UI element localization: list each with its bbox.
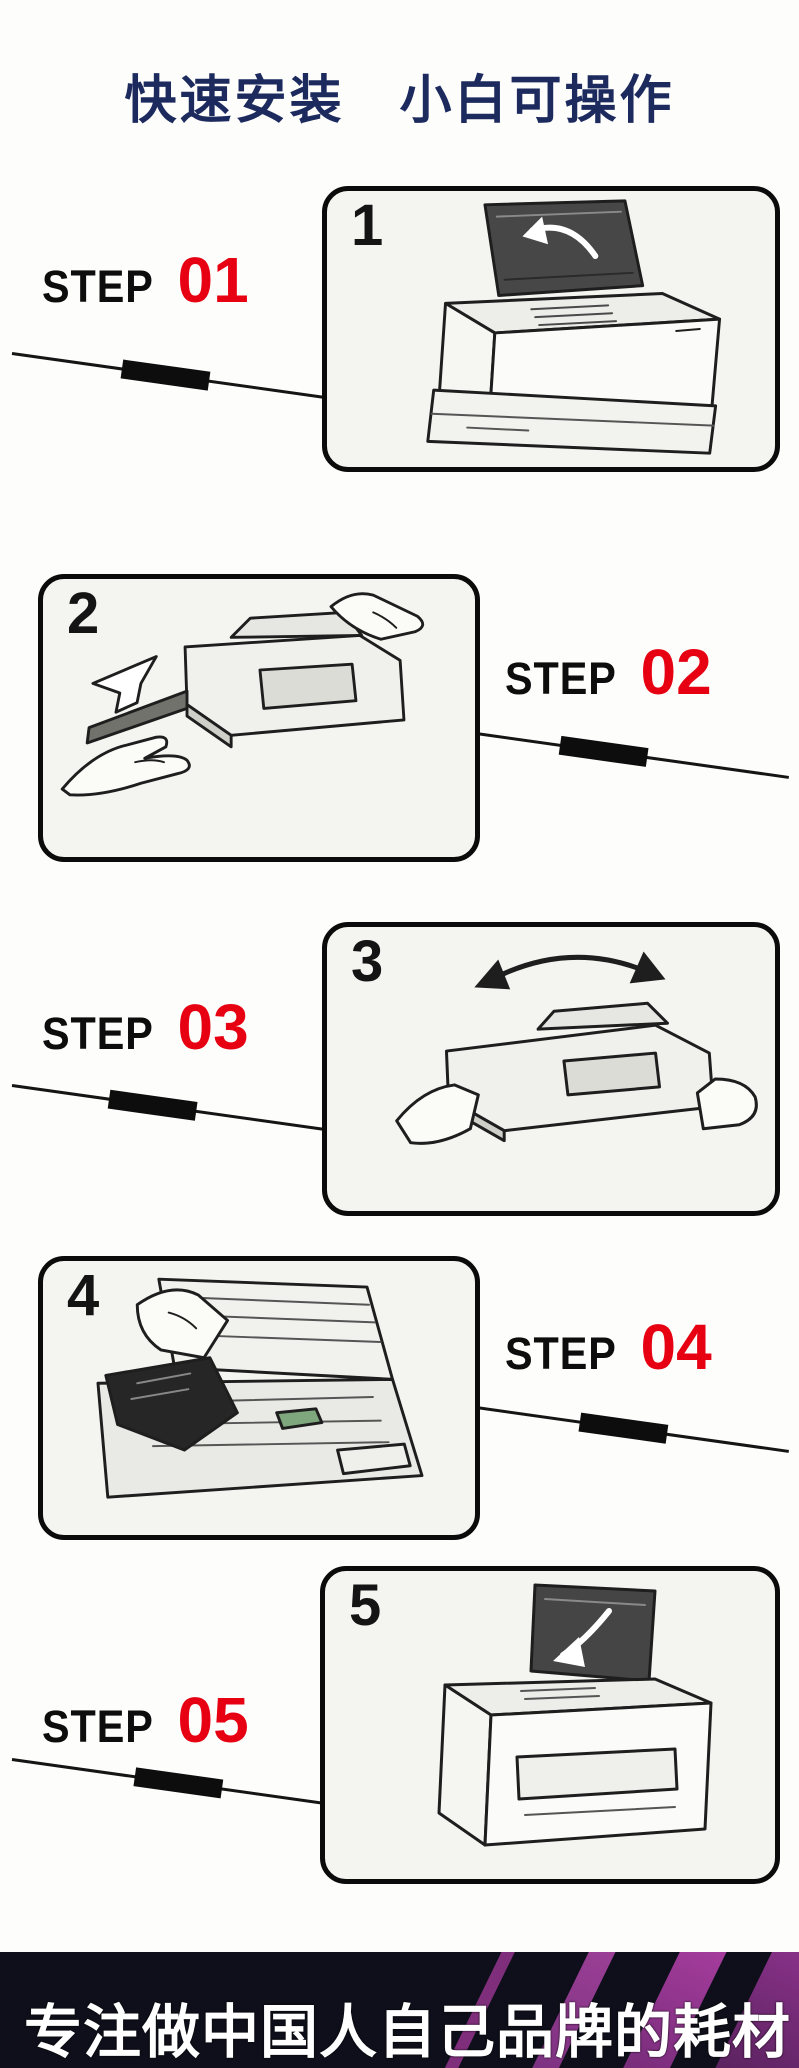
step-3-panel-number: 3 <box>351 929 384 994</box>
pull-direction-arrow-icon <box>91 655 158 714</box>
step-5-connector-line <box>11 1758 336 1807</box>
pulling-hand-drawing <box>60 735 191 797</box>
left-hand-drawing <box>395 1083 480 1145</box>
step-5-panel-number: 5 <box>349 1573 382 1638</box>
right-hand-drawing <box>695 1077 758 1131</box>
step-2-connector-bar <box>558 735 649 767</box>
printer-top-cover-open-illustration <box>426 199 722 455</box>
inserting-hand-drawing <box>135 1288 230 1360</box>
insert-cartridge-illustration <box>96 1277 424 1499</box>
rocking-arrow-icon <box>474 951 666 990</box>
step-1-panel-number: 1 <box>351 193 384 258</box>
step-2-panel-number: 2 <box>67 581 100 646</box>
step-4-panel-number: 4 <box>67 1263 100 1328</box>
step-3-panel: 3 <box>322 922 780 1216</box>
footer-banner: 专注做中国人自己品牌的耗材 <box>0 1952 799 2068</box>
step-5-panel: 5 <box>320 1566 780 1884</box>
step-1-number: 01 <box>177 244 249 316</box>
step-5-word: STEP <box>42 1701 154 1752</box>
toner-cartridge-drawing <box>104 1356 239 1452</box>
step-3-number: 03 <box>177 991 249 1063</box>
step-4-connector-bar <box>578 1412 669 1444</box>
step-5-connector-bar <box>133 1767 224 1799</box>
holding-hand-drawing <box>329 592 425 641</box>
step-1-panel: 1 <box>322 186 780 472</box>
step-4-word: STEP <box>505 1328 617 1379</box>
step-4-number: 04 <box>640 1311 712 1383</box>
step-4-connector-line <box>461 1404 789 1453</box>
step-2-label: STEP 02 <box>505 640 712 705</box>
close-printer-cover-illustration <box>437 1583 713 1847</box>
step-5-number: 05 <box>177 1684 249 1756</box>
step-5-label: STEP 05 <box>42 1688 249 1753</box>
step-3-connector-bar <box>107 1089 198 1121</box>
step-4-label: STEP 04 <box>505 1315 712 1380</box>
step-1-label: STEP 01 <box>42 248 249 313</box>
pull-sealing-tape-illustration <box>60 592 425 797</box>
step-1-connector-bar <box>120 359 211 391</box>
lid-open-arrow-icon <box>522 216 599 260</box>
footer-slogan: 专注做中国人自己品牌的耗材 <box>24 2000 792 2065</box>
lid-close-arrow-icon <box>553 1608 612 1667</box>
step-2-number: 02 <box>640 636 712 708</box>
step-3-word: STEP <box>42 1008 154 1059</box>
step-2-word: STEP <box>505 653 617 704</box>
rock-cartridge-illustration <box>395 951 758 1145</box>
step-3-connector-line <box>11 1084 336 1133</box>
step-1-connector-line <box>11 352 336 401</box>
step-2-connector-line <box>461 730 789 779</box>
step-2-panel: 2 <box>38 574 480 862</box>
step-3-label: STEP 03 <box>42 995 249 1060</box>
step-1-word: STEP <box>42 261 154 312</box>
step-4-panel: 4 <box>38 1256 480 1540</box>
page-title: 快速安装 小白可操作 <box>124 72 675 130</box>
